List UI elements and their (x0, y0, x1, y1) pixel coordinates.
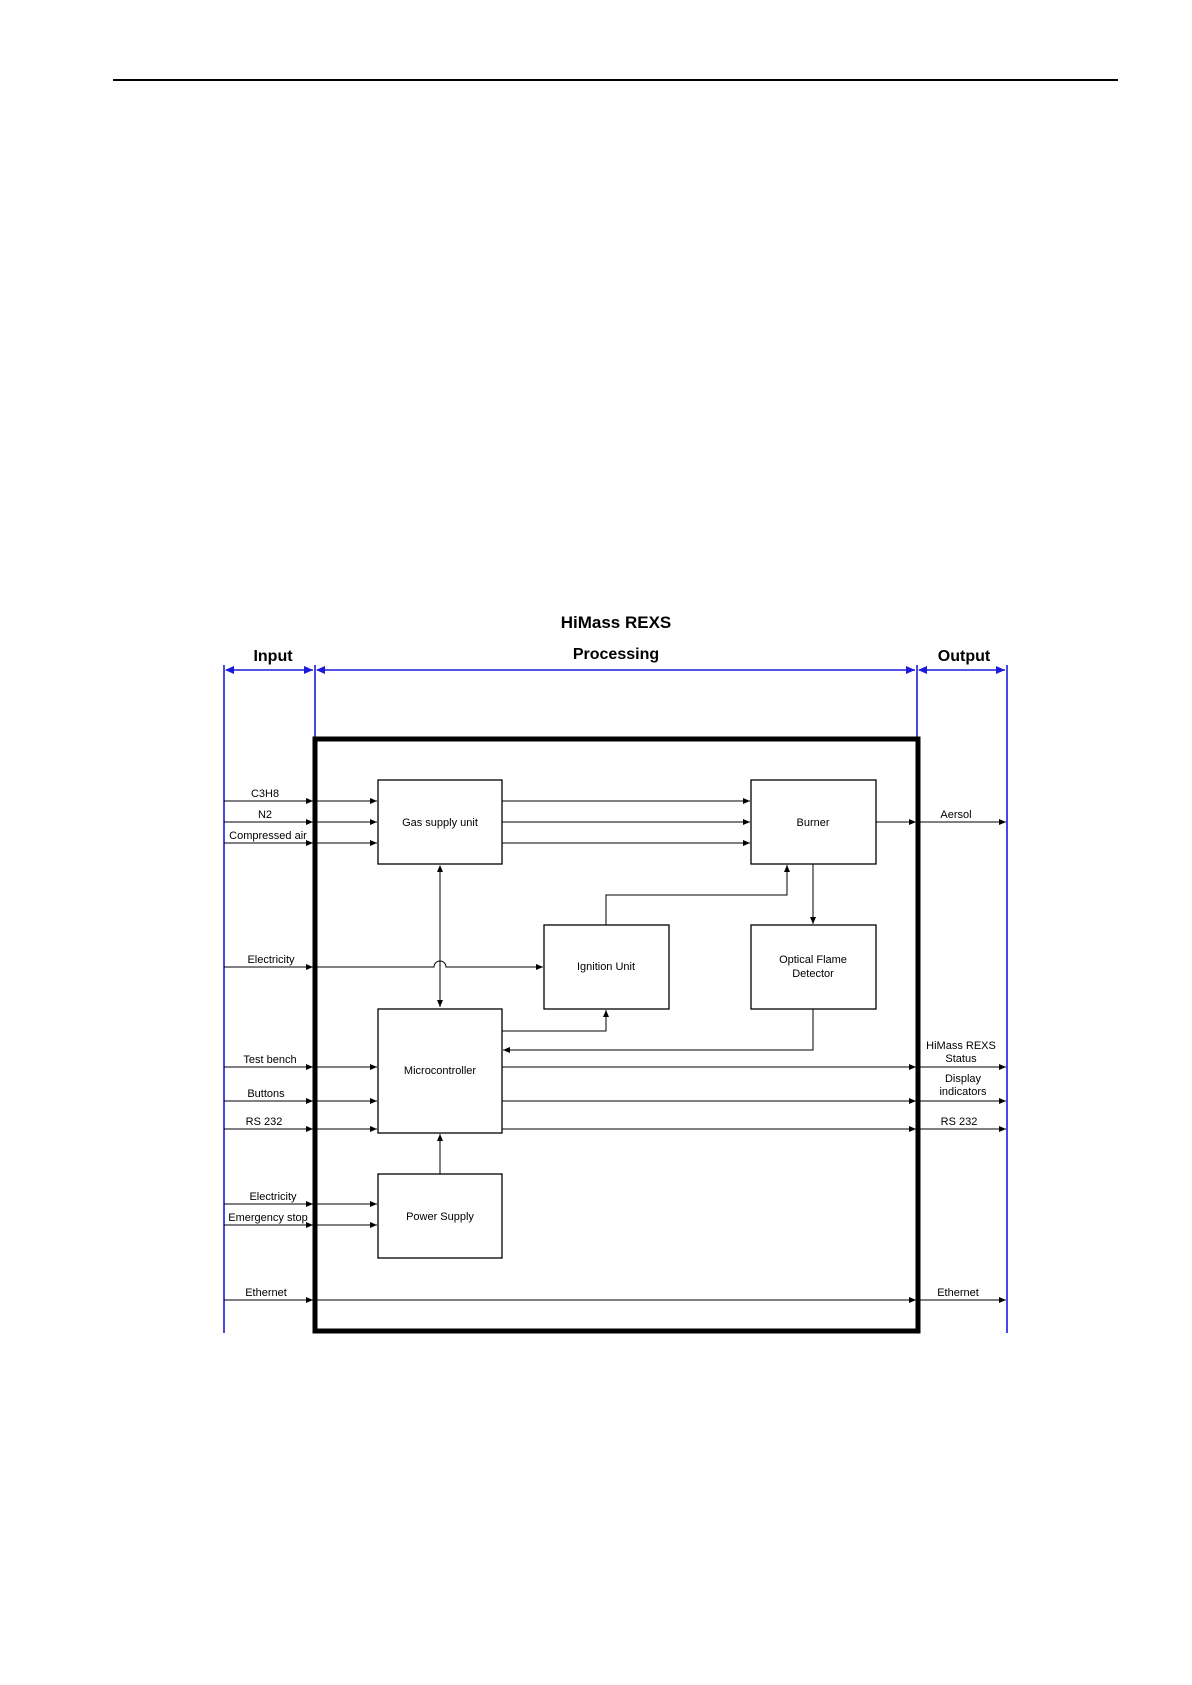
micro-to-ignition-line (502, 1010, 606, 1031)
section-input-label: Input (253, 648, 293, 665)
gas-supply-unit-label: Gas supply unit (402, 817, 478, 829)
optical-flame-label-line2: Detector (792, 968, 834, 980)
input-rs232-label: RS 232 (246, 1116, 283, 1128)
input-test-bench-label: Test bench (243, 1054, 296, 1066)
output-display-label-line1: Display (945, 1073, 982, 1085)
optical-flame-detector-block (751, 925, 876, 1009)
section-processing-label: Processing (573, 646, 659, 663)
input-n2-label: N2 (258, 809, 272, 821)
input-electricity-2-label: Electricity (249, 1191, 297, 1203)
output-ethernet-label: Ethernet (937, 1287, 979, 1299)
output-display-label-line2: indicators (939, 1086, 987, 1098)
input-electricity-label: Electricity (247, 954, 295, 966)
ignition-to-burner-line (606, 865, 787, 925)
ignition-unit-label: Ignition Unit (577, 961, 635, 973)
input-buttons-label: Buttons (247, 1088, 285, 1100)
power-supply-label: Power Supply (406, 1211, 474, 1223)
diagram-title: HiMass REXS (561, 613, 672, 632)
detector-to-micro-line (503, 1009, 813, 1050)
output-aersol-label: Aersol (940, 809, 971, 821)
output-status-label-line2: Status (945, 1053, 977, 1065)
input-c3h8-label: C3H8 (251, 788, 279, 800)
input-ethernet-label: Ethernet (245, 1287, 287, 1299)
input-emergency-stop-label: Emergency stop (228, 1212, 307, 1224)
connector-lines (224, 801, 1006, 1300)
output-rs232-label: RS 232 (941, 1116, 978, 1128)
input-compressed-air-label: Compressed air (229, 830, 307, 842)
output-status-label-line1: HiMass REXS (926, 1040, 996, 1052)
burner-label: Burner (796, 817, 829, 829)
section-output-label: Output (938, 648, 991, 665)
microcontroller-label: Microcontroller (404, 1065, 476, 1077)
optical-flame-label-line1: Optical Flame (779, 954, 847, 966)
